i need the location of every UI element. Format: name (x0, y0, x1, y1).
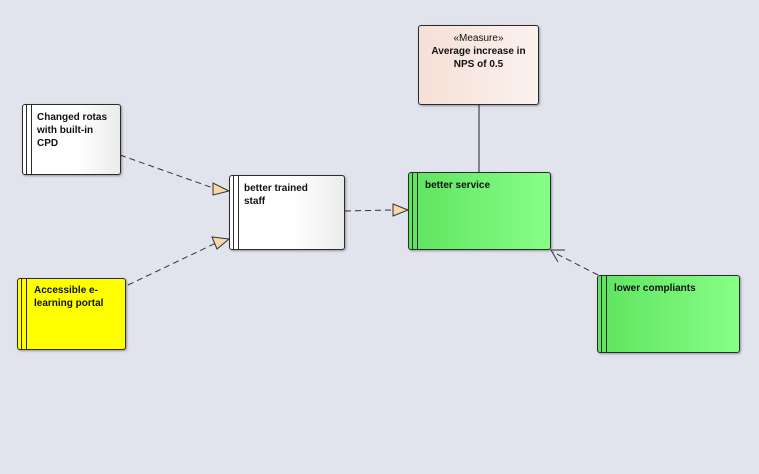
arrowhead-staff-to-service (392, 203, 410, 217)
measure-box[interactable]: «Measure» Average increase in NPS of 0.5 (418, 25, 539, 105)
node-lower-compliants[interactable]: lower compliants (597, 275, 740, 353)
node-changed-rotas[interactable]: Changed rotas with built-in CPD (22, 104, 121, 175)
node-label: Changed rotas with built-in CPD (37, 112, 108, 149)
node-better-service[interactable]: better service (408, 172, 551, 250)
arrowhead-rotas-to-staff (212, 182, 231, 196)
arrowhead-elearning-to-staff (211, 236, 231, 250)
node-bar (230, 176, 239, 249)
node-label: lower compliants (614, 283, 696, 294)
node-label: Accessible e-learning portal (34, 285, 104, 309)
node-bar (23, 105, 32, 174)
arrowhead-compliants-to-service (550, 249, 565, 263)
connector-rotas-to-staff[interactable] (119, 154, 217, 190)
connector-compliants-to-service[interactable] (552, 251, 599, 276)
node-label: better trained staff (244, 183, 308, 207)
node-elearning-portal[interactable]: Accessible e-learning portal (17, 278, 126, 350)
node-better-trained-staff[interactable]: better trained staff (229, 175, 345, 250)
node-bar (598, 276, 607, 352)
measure-title: Average increase in NPS of 0.5 (431, 46, 526, 70)
node-bar (409, 173, 418, 249)
node-label: better service (425, 180, 491, 191)
node-bar (18, 279, 27, 349)
connector-elearning-to-staff[interactable] (127, 242, 217, 286)
measure-stereotype: «Measure» (453, 33, 504, 44)
connector-staff-to-service[interactable] (344, 209, 394, 212)
